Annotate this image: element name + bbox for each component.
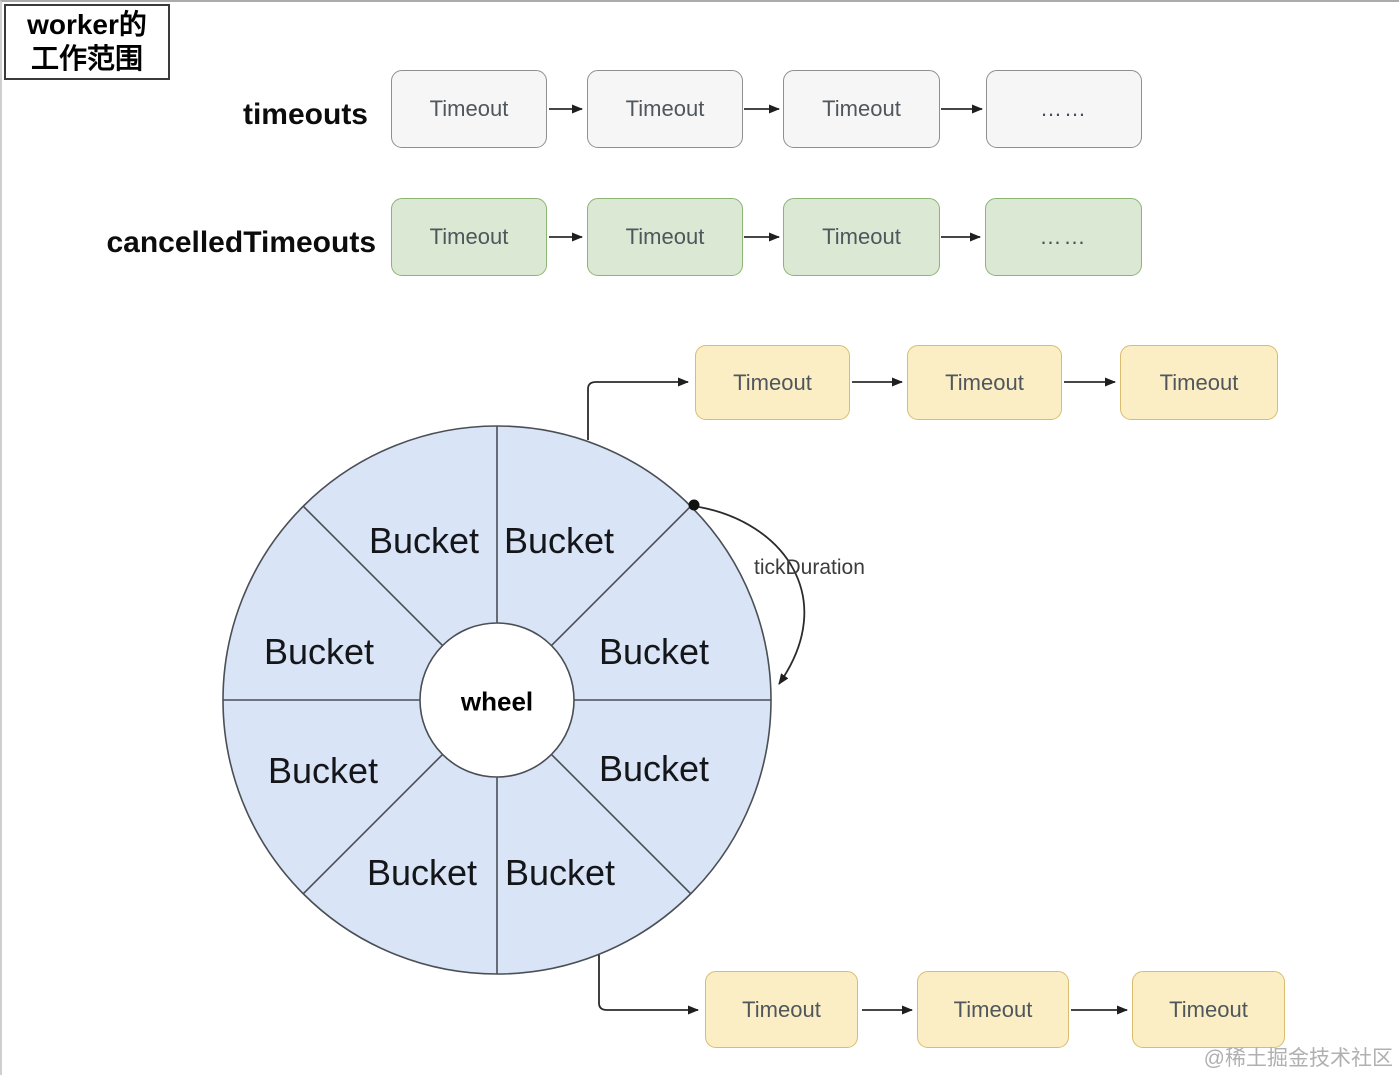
watermark-text: @稀土掘金技术社区 <box>1203 1047 1393 1070</box>
bucket-label: Bucket <box>598 631 710 672</box>
tick-duration-label: tickDuration <box>754 556 865 579</box>
wheel-sector-lines <box>223 426 771 974</box>
timeout-node: Timeout <box>907 345 1062 420</box>
timeout-node: Timeout <box>917 971 1069 1048</box>
worker-scope-legend: worker的 工作范围 <box>4 4 170 80</box>
timeout-ellipsis-node: …… <box>986 70 1142 148</box>
bucket-label: Bucket <box>598 748 710 789</box>
bucket-label: Bucket <box>368 520 480 561</box>
timing-wheel <box>222 425 772 975</box>
timeout-node: Timeout <box>391 198 547 276</box>
wheel-to-bottom-chain-arrow <box>598 955 699 1015</box>
timeout-node: Timeout <box>391 70 547 148</box>
timeout-node: Timeout <box>705 971 858 1048</box>
bucket-label: Bucket <box>366 852 478 893</box>
cancelled-row-label: cancelledTimeouts <box>106 226 376 259</box>
timeout-node: Timeout <box>783 198 940 276</box>
bottom-chain-arrows <box>598 955 1128 1015</box>
top-chain-arrows <box>587 377 1116 440</box>
timeout-node: Timeout <box>783 70 940 148</box>
timeout-node: Timeout <box>587 198 743 276</box>
timeout-node: Timeout <box>1120 345 1278 420</box>
bucket-label: Bucket <box>263 631 375 672</box>
timeouts-row-label: timeouts <box>242 98 368 131</box>
wheel-hub-circle <box>419 622 575 778</box>
bucket-label: Bucket <box>267 750 379 791</box>
legend-line-2: 工作范围 <box>30 43 143 74</box>
timeout-node: Timeout <box>695 345 850 420</box>
bucket-label: Bucket <box>503 520 615 561</box>
tick-start-dot <box>688 499 700 511</box>
tick-duration-arrow <box>688 499 806 685</box>
timeout-node: Timeout <box>587 70 743 148</box>
timeout-node: Timeout <box>1132 971 1285 1048</box>
timeout-ellipsis-node: …… <box>985 198 1142 276</box>
bucket-label: Bucket <box>504 852 616 893</box>
legend-line-1: worker的 <box>27 9 147 40</box>
wheel-to-top-chain-arrow <box>587 377 689 440</box>
wheel-hub-label: wheel <box>460 686 534 717</box>
